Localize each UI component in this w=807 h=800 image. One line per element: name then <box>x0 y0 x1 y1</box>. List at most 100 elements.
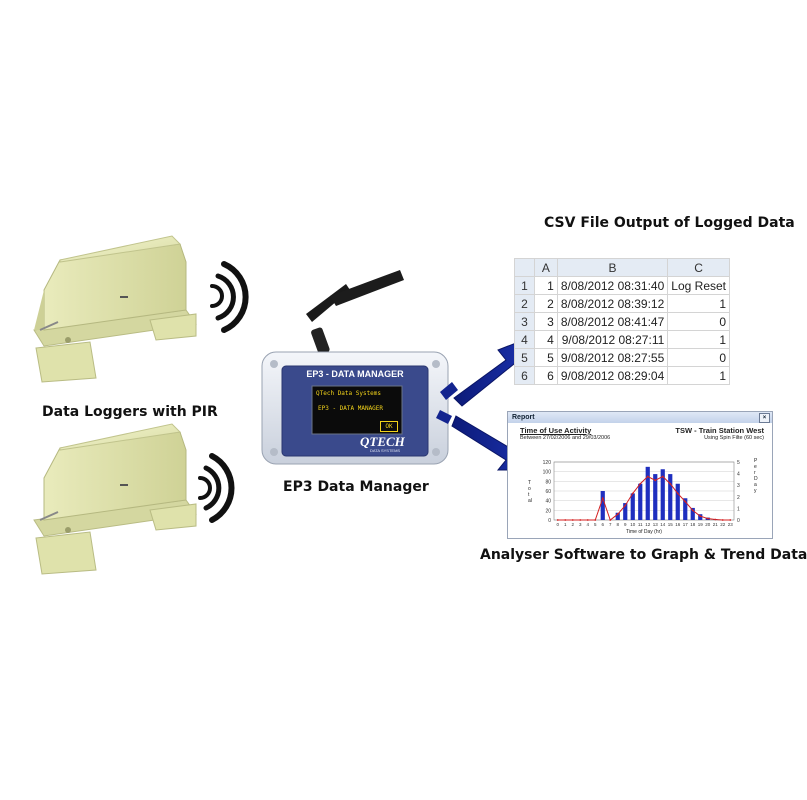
chart-line-point <box>571 519 574 521</box>
chart-right-axis-label: Per Day <box>754 458 758 494</box>
chart-bar <box>660 469 665 520</box>
csv-cell[interactable]: 0 <box>667 312 730 331</box>
x-tick-label: 14 <box>660 522 666 527</box>
csv-column-header[interactable]: A <box>533 258 558 277</box>
chart-left-axis-label: Total <box>528 480 532 504</box>
csv-row: 5 5 9/08/2012 08:27:55 0 <box>514 348 730 367</box>
csv-cell[interactable]: Log Reset <box>667 276 730 295</box>
chart-line-point <box>594 519 597 521</box>
csv-cell[interactable]: 1 <box>533 276 558 295</box>
chart-trend-line <box>557 475 731 521</box>
chart-line-point <box>729 519 732 521</box>
chart-line-point <box>579 519 582 521</box>
y-tick-label-right: 3 <box>737 483 740 489</box>
chart-line-point <box>564 519 567 521</box>
y-tick-label-right: 0 <box>737 518 740 524</box>
csv-cell[interactable]: 0 <box>667 348 730 367</box>
report-filter: Using Spin Filte (60 sec) <box>704 435 764 441</box>
chart-bar <box>668 474 673 520</box>
wireless-signal-icon <box>198 453 235 523</box>
chart-line-point <box>676 492 679 495</box>
chart-bar <box>623 503 628 520</box>
x-tick-label: 12 <box>645 522 651 527</box>
csv-cell[interactable]: 4 <box>533 330 558 349</box>
x-tick-label: 8 <box>616 522 619 527</box>
csv-cell[interactable]: 8/08/2012 08:41:47 <box>556 312 669 331</box>
chart-line-point <box>624 504 627 507</box>
data-logger-1 <box>33 235 197 383</box>
x-tick-label: 0 <box>556 522 559 527</box>
csv-row-header[interactable]: 6 <box>514 366 535 385</box>
chart-line-point <box>609 519 612 521</box>
chart-line-point <box>646 475 649 478</box>
y-tick-label-right: 1 <box>737 506 740 512</box>
csv-row-header[interactable]: 5 <box>514 348 535 367</box>
chart-line-point <box>616 513 619 516</box>
device-screen-line2: EP3 - DATA MANAGER <box>318 405 384 412</box>
chart-line-point <box>586 519 589 521</box>
x-tick-label: 23 <box>728 522 734 527</box>
y-tick-label-left: 40 <box>545 499 551 505</box>
x-tick-label: 1 <box>564 522 567 527</box>
y-tick-label-left: 120 <box>543 460 552 466</box>
chart-line-point <box>556 519 559 521</box>
chart-bar <box>675 483 680 520</box>
x-tick-label: 7 <box>609 522 612 527</box>
report-date-range: Between 27/02/2006 and 29/03/2006 <box>520 435 611 441</box>
csv-cell[interactable]: 9/08/2012 08:27:55 <box>556 348 669 367</box>
csv-cell[interactable]: 5 <box>533 348 558 367</box>
csv-header-row: A B C <box>514 258 730 277</box>
report-titlebar[interactable]: Report × <box>508 412 772 423</box>
x-tick-label: 4 <box>586 522 589 527</box>
x-tick-label: 18 <box>690 522 696 527</box>
csv-row-header[interactable]: 1 <box>514 276 535 295</box>
csv-row-header[interactable]: 4 <box>514 330 535 349</box>
csv-cell[interactable]: 1 <box>667 294 730 313</box>
chart-bar <box>615 512 620 520</box>
csv-column-header[interactable]: B <box>556 258 669 277</box>
csv-cell[interactable]: 8/08/2012 08:39:12 <box>556 294 669 313</box>
chart-line-point <box>684 500 687 503</box>
csv-row: 2 2 8/08/2012 08:39:12 1 <box>514 294 730 313</box>
analyser-caption: Analyser Software to Graph & Trend Data <box>480 547 807 563</box>
close-icon[interactable]: × <box>759 413 770 423</box>
csv-cell[interactable]: 9/08/2012 08:29:04 <box>556 366 669 385</box>
antenna-icon <box>306 270 404 355</box>
y-tick-label-left: 80 <box>545 479 551 485</box>
x-tick-label: 20 <box>705 522 711 527</box>
chart-line-point <box>639 482 642 485</box>
csv-corner-cell <box>514 258 535 277</box>
data-loggers-caption: Data Loggers with PIR <box>42 404 218 420</box>
chart-bar <box>690 507 695 520</box>
chart-bar <box>630 493 635 520</box>
csv-cell[interactable]: 3 <box>533 312 558 331</box>
chart-line-point <box>601 497 604 500</box>
csv-column-header[interactable]: C <box>667 258 730 277</box>
csv-spreadsheet: A B C 1 1 8/08/2012 08:31:40 Log Reset 2… <box>514 258 730 385</box>
csv-cell[interactable]: 1 <box>667 366 730 385</box>
x-tick-label: 11 <box>638 522 643 527</box>
csv-row: 4 4 9/08/2012 08:27:11 1 <box>514 330 730 349</box>
csv-cell[interactable]: 2 <box>533 294 558 313</box>
chart-bar <box>645 466 650 520</box>
y-tick-label-left: 20 <box>545 508 551 514</box>
csv-cell[interactable]: 8/08/2012 08:31:40 <box>556 276 669 295</box>
x-tick-label: 16 <box>675 522 681 527</box>
csv-cell[interactable]: 1 <box>667 330 730 349</box>
chart-line-point <box>631 492 634 495</box>
chart-line-point <box>661 475 664 478</box>
device-screen-ok-button[interactable]: OK <box>380 421 398 432</box>
csv-cell[interactable]: 9/08/2012 08:27:11 <box>556 330 669 349</box>
device-screen-line1: QTech Data Systems <box>316 390 382 397</box>
chart-line-point <box>691 509 694 512</box>
csv-row-header[interactable]: 2 <box>514 294 535 313</box>
ep3-manager-caption: EP3 Data Manager <box>283 479 429 495</box>
csv-row-header[interactable]: 3 <box>514 312 535 331</box>
chart-bar <box>638 483 643 520</box>
csv-cell[interactable]: 6 <box>533 366 558 385</box>
x-tick-label: 10 <box>630 522 636 527</box>
chart-line-point <box>654 479 657 482</box>
chart-x-axis-label: Time of Day (hr) <box>626 529 662 535</box>
